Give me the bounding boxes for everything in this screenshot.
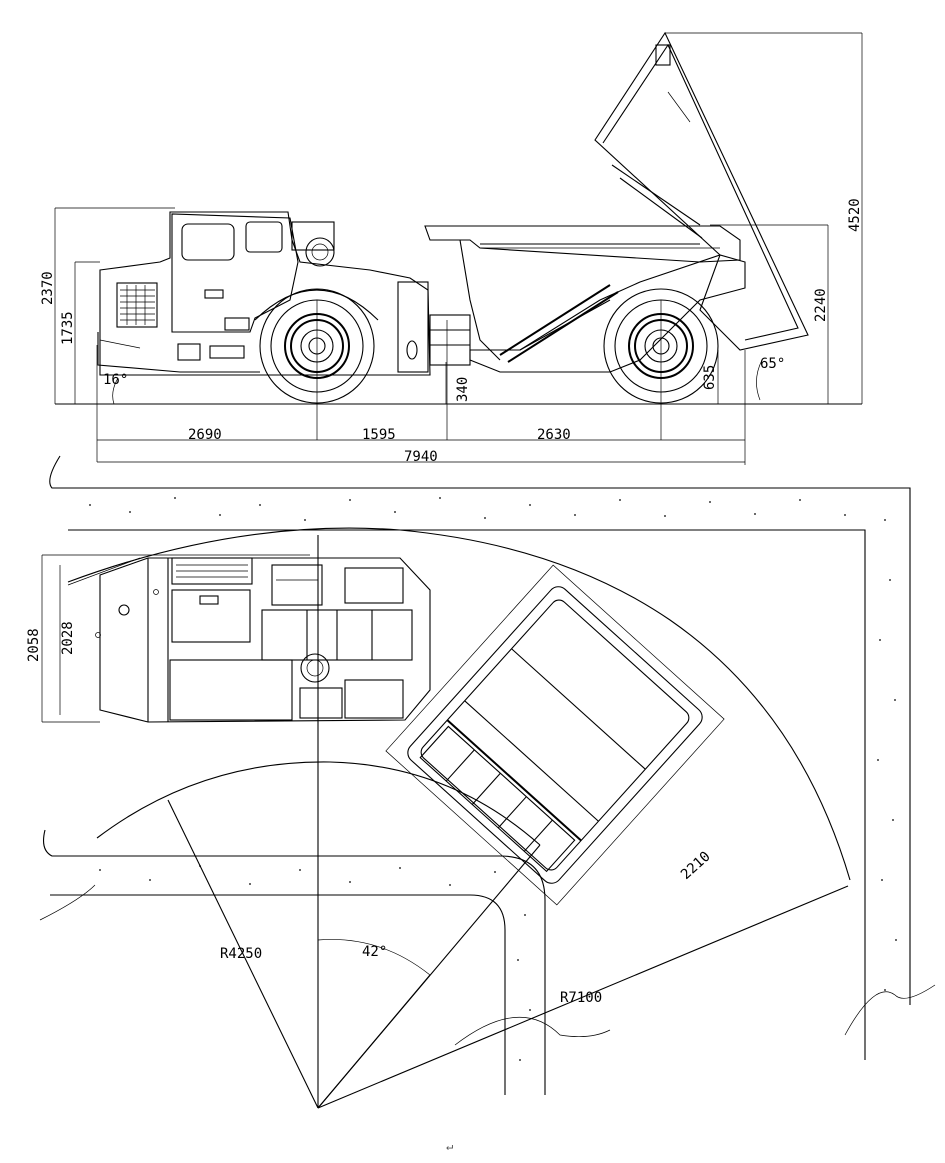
side-view: 2370 1735 16° 2690 1595 2630 7940 340 63… [40,31,863,465]
dim-1735: 1735 [60,311,76,345]
front-wheel [254,288,379,404]
dim-2690: 2690 [188,427,222,443]
dim-2240: 2240 [813,288,829,322]
truck-plan-front [95,557,431,723]
radiator-grille [120,285,155,325]
return-mark: ↵ [446,1139,453,1153]
plan-view: 2058 2028 2210 R4250 R7100 42° [26,455,936,1109]
rear-unit [424,31,809,404]
radius-r4250: R4250 [220,946,262,962]
truck-plan-dump-body [385,564,725,906]
dim-2370: 2370 [40,271,56,305]
turning-arcs [67,527,851,1109]
angle-65: 65° [760,356,785,372]
dim-2210: 2210 [678,849,714,883]
dim-2028: 2028 [60,621,76,655]
dim-1595: 1595 [362,427,396,443]
raised-dump-body [594,31,809,351]
radius-r7100: R7100 [560,990,602,1006]
dim-4520: 4520 [847,198,863,232]
dim-2058: 2058 [26,628,42,662]
wall-texture [89,497,897,1061]
dim-2630: 2630 [537,427,571,443]
dim-340: 340 [455,377,471,402]
angle-42: 42° [362,944,387,960]
front-unit [97,211,471,404]
dim-7940: 7940 [404,449,438,465]
tunnel-walls [39,455,936,1095]
angle-16: 16° [103,372,128,388]
side-dimensions [96,300,763,463]
dim-635: 635 [702,365,718,390]
